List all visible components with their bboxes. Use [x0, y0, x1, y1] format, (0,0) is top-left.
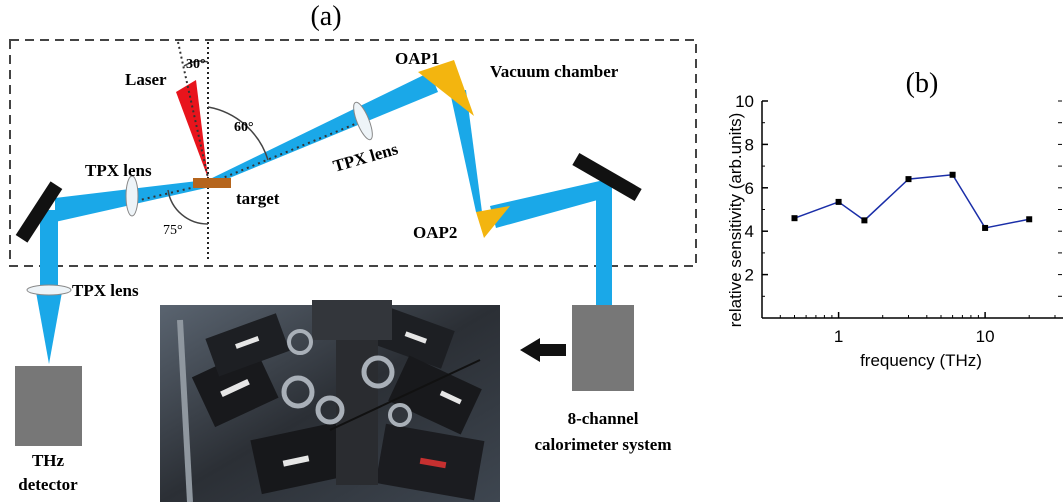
thz-detector-box	[15, 366, 82, 446]
tpx-lens-mid-icon	[353, 101, 373, 141]
angle-75-label: 75°	[163, 223, 183, 238]
oap2-mirror-icon	[476, 206, 510, 238]
angle-30-arc	[183, 60, 209, 67]
data-point	[949, 171, 956, 178]
panel-a: (a)	[9, 1, 697, 502]
sensitivity-chart: 2 4 6 8 10 1 10	[735, 92, 1063, 346]
data-point	[861, 217, 868, 224]
vacuum-chamber-label: Vacuum chamber	[490, 62, 619, 81]
angle-60-label: 60°	[234, 120, 254, 135]
y-tick-label: 10	[735, 92, 754, 111]
x-tick-label: 1	[834, 327, 843, 346]
y-tick-label: 4	[745, 222, 754, 241]
x-axis-title: frequency (THz)	[860, 351, 982, 370]
vacuum-chamber-frame	[9, 39, 697, 267]
oap2-label: OAP2	[413, 223, 457, 242]
calorimeter-label-line2: calorimeter system	[534, 435, 671, 454]
data-point	[791, 215, 798, 222]
laser-axis-dotted	[177, 41, 209, 179]
laser-label: Laser	[125, 70, 167, 89]
tpx-lens-bottom-icon	[26, 284, 72, 296]
calorimeter-box	[572, 305, 634, 391]
data-point	[1026, 216, 1033, 223]
data-point	[905, 176, 912, 183]
angle-60-arc	[207, 106, 269, 161]
tpx-lens-left-label: TPX lens	[85, 161, 152, 180]
detector-label-line1: THz	[32, 451, 65, 470]
y-tick-label: 2	[745, 266, 754, 285]
calorimeter-label-line1: 8-channel	[568, 409, 639, 428]
panel-a-label: (a)	[310, 1, 341, 32]
oap1-mirror-icon	[418, 60, 474, 116]
calorimeter-photo	[160, 300, 500, 502]
y-tick-label: 8	[745, 135, 754, 154]
panel-b: (b) 2 4 6 8 10 1 10 frequency (THz) relative s…	[726, 68, 1063, 370]
target-foil	[193, 178, 231, 188]
tpx-lens-left-icon	[125, 175, 139, 217]
flat-mirror-right-icon	[572, 152, 642, 202]
laser-beam	[176, 80, 208, 178]
series-line	[794, 173, 1030, 229]
x-tick-label: 10	[976, 327, 995, 346]
angle-30-label: 30°	[186, 57, 206, 72]
angle-75-arc	[167, 189, 209, 225]
oap1-label: OAP1	[395, 49, 439, 68]
data-point	[982, 224, 989, 231]
detector-label-line2: detector	[18, 475, 78, 494]
y-axis-title: relative sensitivity (arb.units)	[726, 113, 745, 327]
tpx-lens-bottom-label: TPX lens	[72, 281, 139, 300]
panel-b-label: (b)	[906, 68, 939, 99]
data-point	[835, 198, 842, 205]
tpx-lens-mid-label: TPX lens	[331, 139, 401, 176]
target-label: target	[236, 189, 280, 208]
arrow-left-icon	[520, 338, 566, 362]
flat-mirror-left-icon	[15, 181, 63, 243]
y-tick-label: 6	[745, 179, 754, 198]
